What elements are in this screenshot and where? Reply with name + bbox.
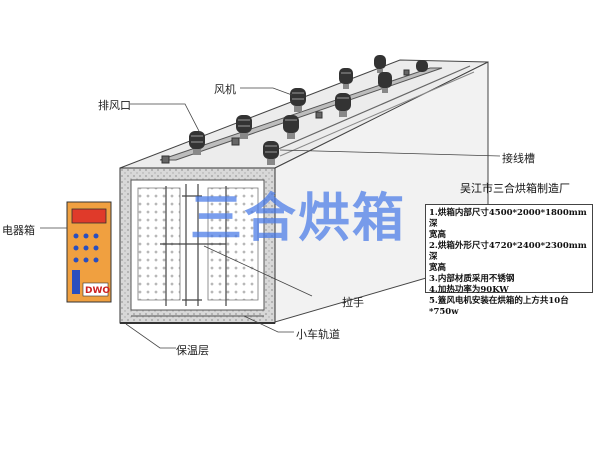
fan-icon [339, 68, 353, 89]
spec-line: 1.烘箱内部尺寸4500*2000*1800mm深 [429, 208, 587, 229]
watermark: 三合烘箱 [190, 189, 407, 249]
spec-line: 3.内部材质采用不锈钢 [429, 274, 515, 284]
fan-icon [236, 115, 252, 139]
fan-icon [283, 115, 299, 139]
fan-icon [378, 72, 392, 93]
cart-rack [160, 184, 227, 306]
control-buttons [73, 233, 99, 263]
fan-group [189, 55, 428, 165]
spec-line: *750w [429, 307, 459, 317]
label-exhaust: 排风口 [98, 99, 131, 112]
label-insulation: 保温层 [176, 344, 209, 357]
spec-box: 1.烘箱内部尺寸4500*2000*1800mm深 宽高 2.烘箱外形尺寸472… [425, 204, 593, 317]
exhaust-vents [161, 69, 410, 164]
fan-icon [416, 60, 428, 72]
spec-line: 宽高 [429, 263, 447, 273]
fan-icon [374, 55, 386, 73]
fan-icon [335, 93, 351, 117]
spec-line: 宽高 [429, 230, 447, 240]
label-control-box: 电器箱 [2, 224, 35, 237]
label-fan: 风机 [214, 83, 236, 96]
label-wire-trough: 接线槽 [502, 152, 535, 165]
label-handle: 拉手 [342, 296, 364, 309]
control-display [71, 208, 107, 224]
spec-line: 4.加热功率为90KW [429, 285, 509, 295]
fan-icon [189, 131, 205, 155]
label-track: 小车轨道 [296, 328, 340, 341]
fan-icon [263, 141, 279, 165]
control-panel-logo: DWO [85, 286, 110, 296]
spec-line: 2.烘箱外形尺寸4720*2400*2300mm深 [429, 241, 587, 262]
fan-icon [290, 88, 306, 112]
control-box: DWO [66, 201, 112, 303]
leader-lines [40, 87, 501, 349]
spec-line: 5.篕风电机安装在烘箱的上方共10台 [429, 296, 569, 306]
factory-name: 吴江市三合烘箱制造厂 [460, 182, 570, 195]
